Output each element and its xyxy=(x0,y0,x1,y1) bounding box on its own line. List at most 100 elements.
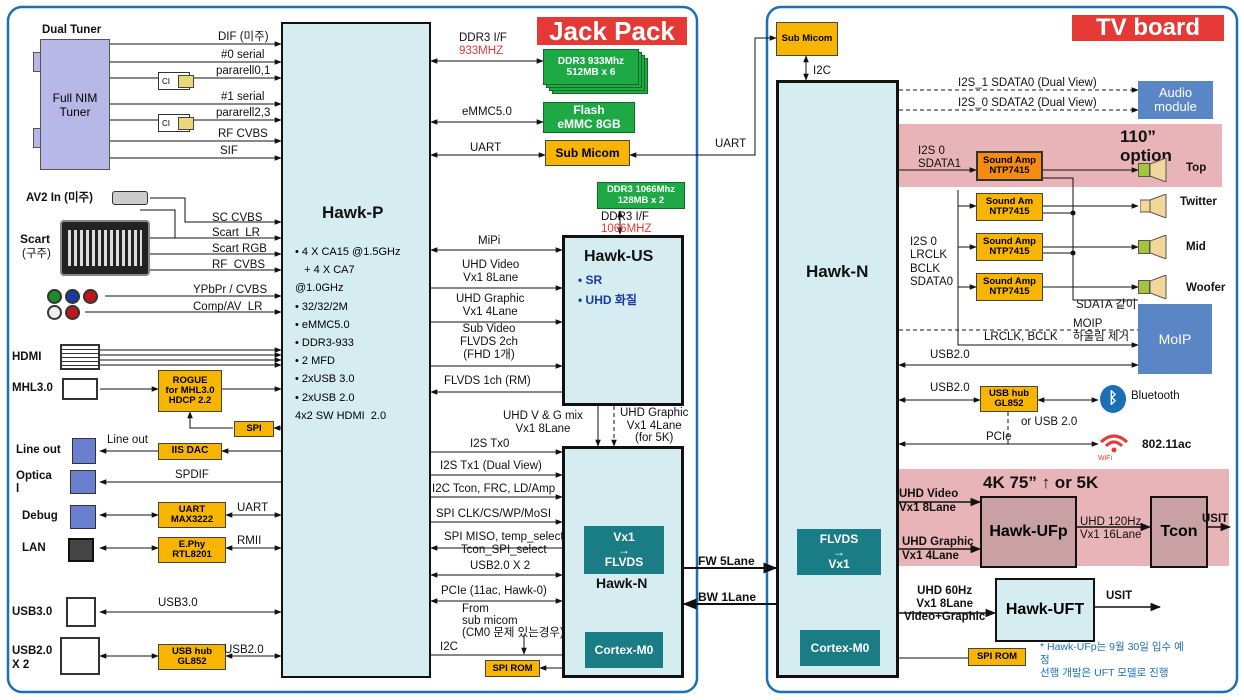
spi-clk-label: SPI CLK/CS/WP/MoSI xyxy=(436,508,552,520)
i2s-tx1-label: I2S Tx1 (Dual View) xyxy=(440,460,542,472)
speaker-mid-cone-icon xyxy=(1150,235,1167,259)
tuner-box: Full NIM Tuner xyxy=(40,39,110,170)
cortex-tv: Cortex-M0 xyxy=(800,630,880,666)
speaker-top-icon xyxy=(1138,163,1150,177)
tuner-port-2 xyxy=(33,128,41,148)
i2s0-label: I2S_0 SDATA2 (Dual View) xyxy=(958,97,1097,109)
ddr-box: DDR3 933Mhz 512MB x 6 xyxy=(543,49,639,85)
scart-note: (구주) xyxy=(22,248,51,260)
uart-if-label: UART xyxy=(470,142,502,154)
sub-micom-box: Sub Micom xyxy=(545,140,630,166)
hawk-p-spec: • 2 MFD xyxy=(295,355,335,368)
flvds-vx1-box: FLVDS → Vx1 xyxy=(797,529,881,575)
flvds-1ch-label: FLVDS 1ch (RM) xyxy=(444,375,531,387)
hawk-us-item: • UHD 화질 xyxy=(578,293,637,307)
usit2-label: USIT xyxy=(1106,590,1133,602)
jack-pack-title: Jack Pack xyxy=(537,17,687,45)
line-out-jack xyxy=(72,438,96,464)
hawk-n-chip xyxy=(776,80,899,678)
ddr-if-label: DDR3 I/F xyxy=(459,32,507,44)
vx1-flvds-box: Vx1 → FLVDS xyxy=(584,526,664,574)
hawk-p-spec: • 4 X CA15 @1.5GHz xyxy=(295,246,401,258)
hawk-us-chip xyxy=(562,235,684,406)
moip-box: MoIP xyxy=(1138,304,1212,374)
uhd120-label: UHD 120Hz Vx1 16Lane xyxy=(1080,516,1142,541)
spi-rom-left: SPI ROM xyxy=(485,660,540,677)
hawk-p-specs: • 4 X CA15 @1.5GHz + 4 X CA7 @1.0GHz • 3… xyxy=(295,243,430,425)
usb-hub-tv: USB hub GL852 xyxy=(980,386,1038,412)
cortex-left: Cortex-M0 xyxy=(585,632,663,668)
scart-pins xyxy=(68,230,142,266)
ci-label-2: CI xyxy=(162,118,170,128)
usb20-tv-b: USB2.0 xyxy=(930,382,970,394)
fw-label: FW 5Lane xyxy=(698,554,755,568)
speaker-mid-icon xyxy=(1138,240,1150,254)
av-signal-sccvbs: SC CVBS xyxy=(212,212,263,224)
uart-signal: UART xyxy=(237,502,269,514)
sub-micom-tv: Sub Micom xyxy=(776,22,838,56)
moip-note: MOIP 하울림 제거 xyxy=(1073,318,1130,344)
wifi-small-label: WiFi xyxy=(1098,455,1112,462)
optical-label: Optica l xyxy=(16,470,52,496)
uhd-graphic-label: UHD Graphic Vx1 4Lane xyxy=(456,293,525,319)
ddr2-if-label: DDR3 I/F xyxy=(601,211,649,223)
av-signal-scartlr: Scart_LR xyxy=(212,227,260,239)
usb20-signal: USB2.0 xyxy=(224,644,264,656)
i2c-label-left: I2C xyxy=(440,641,458,653)
tuner-signal-rfcvbs: RF CVBS xyxy=(218,128,268,140)
av-signal-rfcvbs: RF_CVBS xyxy=(212,259,266,271)
uart-max-box: UART MAX3222 xyxy=(158,502,226,528)
line-out-signal: Line out xyxy=(107,434,148,446)
hawk-p-spec: • 32/32/2M xyxy=(295,300,348,313)
uart-link-label: UART xyxy=(715,138,747,150)
i2s-tx0-label: I2S Tx0 xyxy=(470,438,510,450)
i2c-tv-label: I2C xyxy=(813,65,831,77)
mipi-label: MiPi xyxy=(478,235,501,247)
flash-box: Flash eMMC 8GB xyxy=(543,102,635,133)
wifi-label: 802.11ac xyxy=(1142,437,1192,451)
usb20-tv-a: USB2.0 xyxy=(930,349,970,361)
hawk-p-spec: • eMMC5.0 xyxy=(295,318,350,331)
component-jack-green xyxy=(47,289,62,304)
tv-board-frame xyxy=(765,5,1239,694)
i2c-tcon-label: I2C Tcon, FRC, LD/Amp xyxy=(432,483,556,495)
spi-box-left: SPI xyxy=(234,421,274,437)
speaker-woofer-label: Woofer xyxy=(1186,282,1226,294)
spi-miso-label: SPI MISO, temp_select Tcon_SPI_select xyxy=(444,531,564,556)
option-band xyxy=(899,124,1222,187)
ufp-graphic-label: UHD Graphic Vx1 4Lane xyxy=(902,536,974,562)
tuner-signal-par23: pararell2,3 xyxy=(216,107,271,119)
bw-label: BW 1Lane xyxy=(698,590,757,604)
av2-in-label: AV2 In (미주) xyxy=(26,192,93,204)
hdmi-port xyxy=(60,344,100,370)
hawk-p-spec: • DDR3-933 xyxy=(295,337,354,350)
or-usb-label: or USB 2.0 xyxy=(1021,416,1078,428)
spi-rom-tv: SPI ROM xyxy=(968,648,1026,666)
audio-module-box: Audio module xyxy=(1138,81,1213,119)
hawk-p-spec: + 4 X CA7 xyxy=(295,264,355,277)
option-label: 110” option xyxy=(1120,127,1172,165)
hawk-us-item: • SR xyxy=(578,273,603,287)
wifi-icon xyxy=(1099,434,1129,453)
optical-port xyxy=(70,470,96,494)
tuner-signal-par01: pararell0,1 xyxy=(216,65,271,77)
hawk-p-spec: @1.0GHz xyxy=(295,282,344,295)
usb30-signal: USB3.0 xyxy=(158,597,198,609)
from-sub-label: From sub micom (CM0 문제 있는경우) xyxy=(462,603,564,640)
speaker-twitter-label: Twitter xyxy=(1180,196,1217,208)
spdif-signal: SPDIF xyxy=(175,469,209,481)
debug-label: Debug xyxy=(22,510,58,522)
ddr-if-speed: 933MHZ xyxy=(459,45,504,57)
usb30-label: USB3.0 xyxy=(12,606,53,618)
scart-label: Scart xyxy=(20,232,51,246)
usb30-port xyxy=(66,597,96,627)
hawk-p-spec: • 2xUSB 3.0 xyxy=(295,373,355,386)
bluetooth-icon: ᛒ xyxy=(1100,385,1126,413)
amp-woofer: Sound Amp NTP7415 xyxy=(976,273,1043,301)
sdata-note: SDATA 같이 xyxy=(1076,299,1137,311)
tcon-box: Tcon xyxy=(1150,496,1208,568)
bluetooth-label: Bluetooth xyxy=(1131,390,1180,402)
rogue-box: ROGUE for MHL3.0 HDCP 2.2 xyxy=(158,370,222,412)
i2s-group-label: I2S 0 LRCLK BCLK SDATA0 xyxy=(910,236,954,289)
usb-hub-left: USB hub GL852 xyxy=(158,644,226,670)
